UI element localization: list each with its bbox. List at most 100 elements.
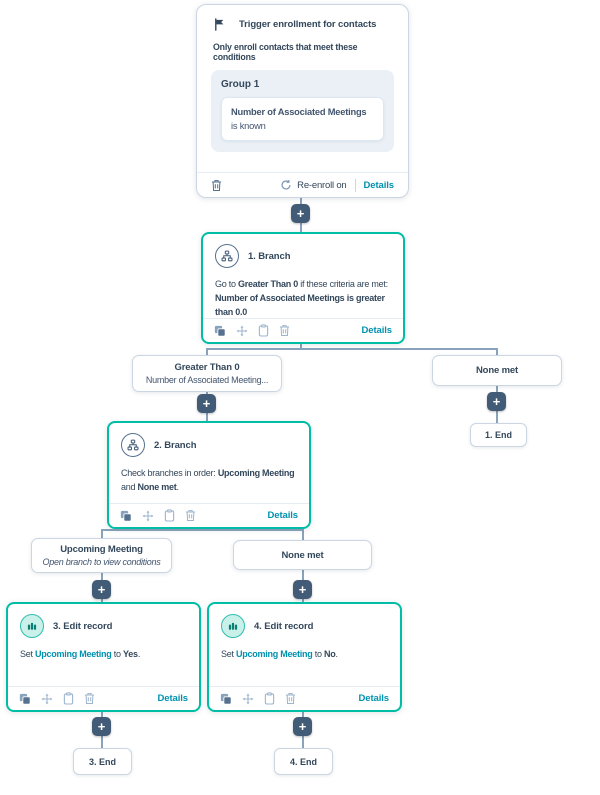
branch-name: None met	[137, 482, 177, 492]
text-segment: .	[137, 649, 141, 659]
insert-action-button[interactable]: +	[92, 580, 111, 599]
delete-icon[interactable]	[211, 179, 222, 192]
clone-icon[interactable]	[120, 510, 132, 522]
trigger-footer: Re-enroll on Details	[197, 172, 408, 197]
end-label: 1. End	[484, 430, 512, 440]
branch-label-title: Upcoming Meeting	[60, 544, 143, 555]
clone-icon[interactable]	[19, 693, 31, 705]
clipboard-icon[interactable]	[63, 692, 74, 705]
connector-branch1-split	[300, 340, 302, 349]
insert-action-button[interactable]: +	[293, 717, 312, 736]
text-segment: to	[312, 649, 325, 659]
group-title: Group 1	[221, 79, 260, 90]
branch-label-upcoming-meeting[interactable]: Upcoming Meeting Open branch to view con…	[31, 538, 172, 573]
details-link[interactable]: Details	[267, 510, 299, 521]
move-icon[interactable]	[242, 693, 254, 705]
clone-icon[interactable]	[220, 693, 232, 705]
trigger-card[interactable]: Trigger enrollment for contacts Only enr…	[196, 4, 409, 198]
end-label: 4. End	[289, 756, 317, 767]
branch2-toolbar: Details	[109, 503, 309, 527]
property-value: No	[324, 649, 336, 659]
footer-divider	[354, 178, 356, 192]
edit-record3-toolbar: Details	[8, 686, 199, 710]
clipboard-icon[interactable]	[258, 324, 269, 337]
branch2-card[interactable]: 2. Branch Check branches in order: Upcom…	[107, 421, 311, 529]
end-node-3[interactable]: 3. End	[73, 748, 132, 775]
refresh-icon	[280, 179, 292, 191]
text-segment: Go to	[215, 279, 239, 289]
edit-record3-card[interactable]: 3. Edit record Set Upcoming Meeting to Y…	[6, 602, 201, 712]
trigger-header: Trigger enrollment for contacts	[197, 5, 408, 31]
branch-icon	[215, 244, 239, 268]
connector-split1-left	[206, 348, 208, 356]
branch-label-subtitle: Open branch to view conditions	[42, 557, 161, 567]
enrollment-group: Group 1 Number of Associated Meetings is…	[211, 70, 394, 152]
details-link[interactable]: Details	[361, 325, 393, 336]
trash-icon[interactable]	[185, 509, 196, 522]
branch1-card[interactable]: 1. Branch Go to Greater Than 0 if these …	[201, 232, 405, 344]
connector-split2	[101, 529, 304, 531]
edit-record3-header: 3. Edit record	[8, 604, 199, 638]
text-segment: and	[121, 482, 138, 492]
branch-label-title: None met	[475, 365, 519, 376]
edit-record4-title: 4. Edit record	[254, 620, 314, 632]
branch-name: Greater Than 0	[238, 279, 299, 289]
text-segment: Check branches in order:	[121, 468, 218, 478]
flag-icon	[213, 18, 226, 31]
trash-icon[interactable]	[279, 324, 290, 337]
branch1-header: 1. Branch	[203, 234, 403, 268]
clipboard-icon[interactable]	[264, 692, 275, 705]
insert-action-button[interactable]: +	[293, 580, 312, 599]
connector-split1-right	[496, 348, 498, 356]
edit-record4-header: 4. Edit record	[209, 604, 400, 638]
branch-icon	[121, 433, 145, 457]
branch-label-title: Greater Than 0	[174, 362, 240, 373]
details-link[interactable]: Details	[363, 179, 395, 191]
details-link[interactable]: Details	[358, 693, 390, 704]
end-node-1[interactable]: 1. End	[470, 423, 527, 447]
details-link[interactable]: Details	[157, 693, 189, 704]
insert-action-button[interactable]: +	[197, 394, 216, 413]
connector-split2-right	[302, 529, 304, 541]
branch-label-greater-than-0[interactable]: Greater Than 0 Number of Associated Meet…	[132, 355, 282, 392]
clipboard-icon[interactable]	[164, 509, 175, 522]
text-segment: to	[111, 649, 124, 659]
branch-label-none-met-1[interactable]: None met	[432, 355, 562, 386]
move-icon[interactable]	[236, 325, 248, 337]
insert-action-button[interactable]: +	[487, 392, 506, 411]
enrollment-condition[interactable]: Number of Associated Meetings is known	[221, 97, 384, 141]
branch-label-none-met-2[interactable]: None met	[233, 540, 372, 570]
edit-record4-description: Set Upcoming Meeting to No.	[209, 638, 400, 661]
branch2-description: Check branches in order: Upcoming Meetin…	[109, 457, 309, 494]
connector-split2-left	[101, 529, 103, 539]
edit-record4-card[interactable]: 4. Edit record Set Upcoming Meeting to N…	[207, 602, 402, 712]
edit-record-icon	[20, 614, 44, 638]
text-segment: .	[176, 482, 180, 492]
property-value: Yes	[123, 649, 138, 659]
edit-record-icon	[221, 614, 245, 638]
text-segment: .	[335, 649, 339, 659]
move-icon[interactable]	[142, 510, 154, 522]
edit-record3-title: 3. Edit record	[53, 620, 113, 632]
connector-split1	[206, 348, 498, 350]
text-segment: if these criteria are met:	[298, 279, 388, 289]
branch2-header: 2. Branch	[109, 423, 309, 457]
clone-icon[interactable]	[214, 325, 226, 337]
reenroll-setting[interactable]: Re-enroll on	[280, 179, 347, 191]
trigger-subtitle: Only enroll contacts that meet these con…	[213, 42, 358, 62]
text-segment: Set	[20, 649, 36, 659]
trash-icon[interactable]	[84, 692, 95, 705]
end-node-4[interactable]: 4. End	[274, 748, 333, 775]
text-segment: Set	[221, 649, 237, 659]
branch1-toolbar: Details	[203, 318, 403, 342]
property-link[interactable]: Upcoming Meeting	[35, 649, 112, 659]
trash-icon[interactable]	[285, 692, 296, 705]
move-icon[interactable]	[41, 693, 53, 705]
criteria-text: Number of Associated Meetings is greater…	[215, 293, 385, 317]
edit-record4-toolbar: Details	[209, 686, 400, 710]
property-link[interactable]: Upcoming Meeting	[236, 649, 313, 659]
branch1-description: Go to Greater Than 0 if these criteria a…	[203, 268, 403, 319]
insert-action-button[interactable]: +	[291, 204, 310, 223]
insert-action-button[interactable]: +	[92, 717, 111, 736]
